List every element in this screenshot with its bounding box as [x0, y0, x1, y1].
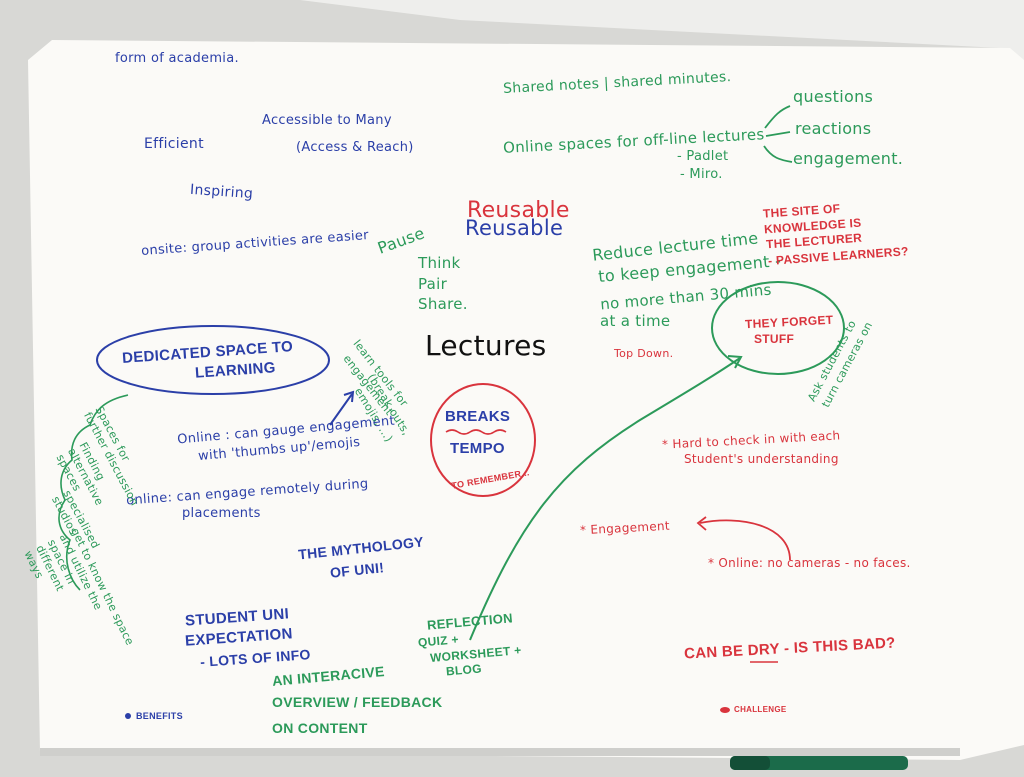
- forget-stuff-circle: [711, 281, 845, 375]
- engagement-note: engagement.: [793, 149, 904, 168]
- accessible-note: Accessible to Many: [262, 113, 392, 128]
- benefits-legend: BENEFITS: [136, 711, 183, 721]
- efficient-note: Efficient: [144, 136, 204, 152]
- arrow-engagement: [763, 145, 793, 163]
- academia-note: form of academia.: [115, 51, 239, 66]
- padlet-note: - Padlet: [677, 149, 729, 164]
- paper-shadow: [40, 748, 960, 756]
- think-note: Think: [418, 254, 461, 272]
- tempo-squiggle: [445, 429, 507, 435]
- top-down-note: Top Down.: [614, 347, 674, 360]
- paper-sheet: [28, 40, 1024, 760]
- growth-arrow-head: [727, 355, 743, 369]
- share-note: Share.: [418, 295, 468, 313]
- questions-note: questions: [793, 87, 874, 106]
- benefits-dot: [125, 713, 131, 719]
- green-marker-cap: [730, 756, 770, 770]
- learn-tools-arrow: [329, 393, 353, 426]
- forget-line2: STUFF: [754, 332, 795, 346]
- green-marker-pen: [730, 756, 908, 770]
- tempo-note: TEMPO: [450, 440, 505, 457]
- interactive-line2: OVERVIEW / FEEDBACK: [272, 694, 443, 710]
- online-cameras-note: * Online: no cameras - no faces.: [708, 556, 911, 570]
- pair-note: Pair: [418, 275, 448, 293]
- reusable-red: Reusable: [467, 198, 570, 223]
- spaces-brace: [58, 394, 129, 591]
- engagement-arrow-head: [696, 516, 707, 531]
- breaks-note: BREAKS: [445, 408, 511, 425]
- breaks-tempo-circle: [430, 383, 536, 497]
- challenge-dot: [720, 707, 730, 713]
- miro-note: - Miro.: [680, 167, 723, 182]
- hard-check-line2: Student's understanding: [684, 452, 839, 466]
- dedicated-space-ellipse: [96, 325, 330, 395]
- access-reach-note: (Access & Reach): [296, 140, 414, 155]
- growth-arrow: [469, 357, 741, 641]
- reactions-note: reactions: [795, 119, 872, 138]
- engagement-arrow: [699, 519, 791, 561]
- reusable-blue: Reusable: [465, 216, 564, 240]
- challenge-legend: CHALLENGE: [734, 705, 787, 714]
- arrow-questions: [764, 105, 791, 129]
- learn-tools-arrow-head: [343, 390, 355, 403]
- center-title: Lectures: [425, 329, 547, 362]
- arrow-reactions: [765, 131, 791, 137]
- online-engage-line2: placements: [182, 506, 261, 521]
- background-paper-sheet: [300, 0, 1024, 60]
- reduce-time-line4: at a time: [600, 312, 671, 330]
- interactive-line3: ON CONTENT: [272, 720, 368, 736]
